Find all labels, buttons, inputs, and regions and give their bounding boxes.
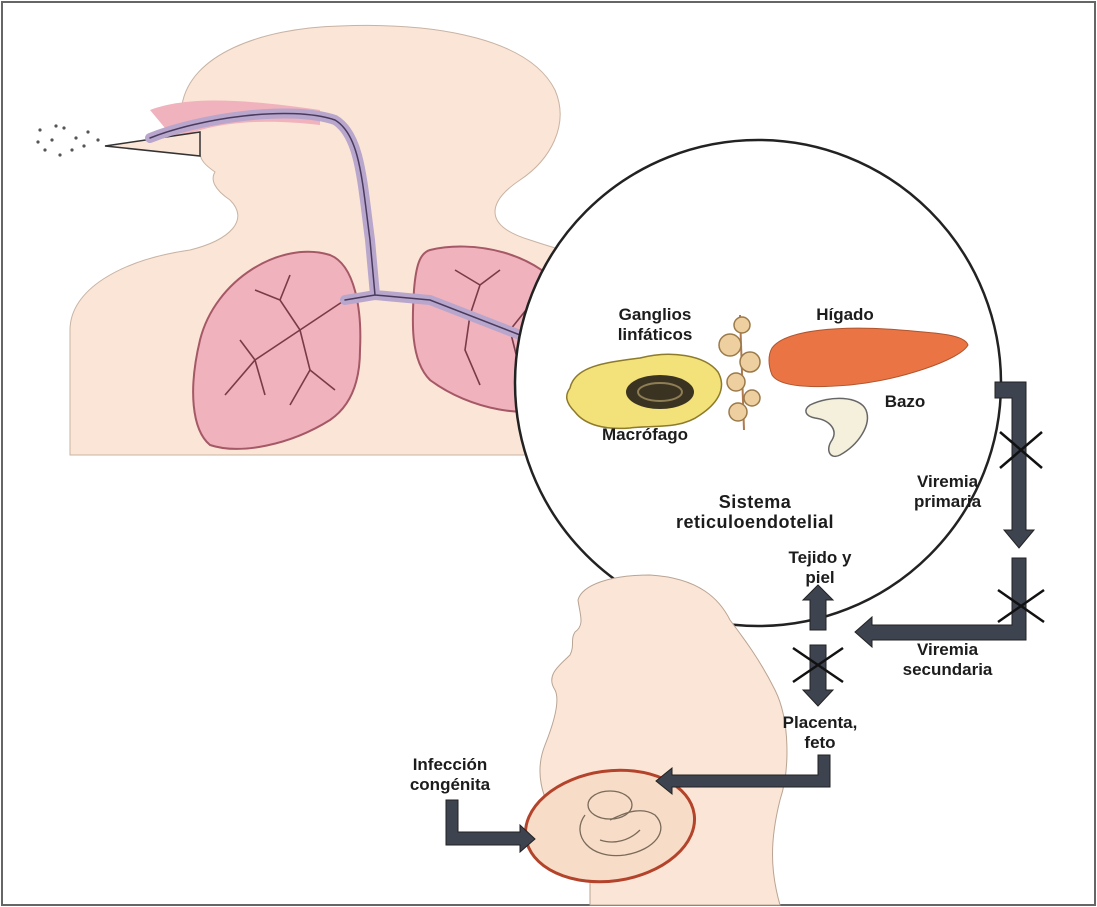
- label-placenta: Placenta, feto: [750, 713, 890, 753]
- label-placenta-line1: Placenta,: [750, 713, 890, 733]
- label-sistema-line2: reticuloendotelial: [630, 512, 880, 532]
- label-viremia-primaria-line1: Viremia: [885, 472, 1010, 492]
- label-tejido: Tejido y piel: [760, 548, 880, 588]
- label-ganglios-line2: linfáticos: [590, 325, 720, 345]
- label-infeccion-line1: Infección: [370, 755, 530, 775]
- label-tejido-line2: piel: [760, 568, 880, 588]
- label-macrofago: Macrófago: [560, 425, 730, 445]
- inhaled-particles-icon: [36, 124, 99, 156]
- label-tejido-line1: Tejido y: [760, 548, 880, 568]
- placenta-double-arrow: [803, 645, 833, 706]
- label-ganglios-line1: Ganglios: [590, 305, 720, 325]
- label-higado: Hígado: [790, 305, 900, 325]
- label-sistema: Sistema reticuloendotelial: [630, 492, 880, 532]
- label-sistema-line1: Sistema: [630, 492, 880, 512]
- label-ganglios: Ganglios linfáticos: [590, 305, 720, 345]
- label-placenta-line2: feto: [750, 733, 890, 753]
- label-bazo: Bazo: [865, 392, 945, 412]
- label-viremia-primaria: Viremia primaria: [885, 472, 1010, 512]
- label-infeccion: Infección congénita: [370, 755, 530, 795]
- label-viremia-secundaria-line1: Viremia: [860, 640, 1035, 660]
- macrophage-nucleus: [626, 375, 694, 409]
- label-infeccion-line2: congénita: [370, 775, 530, 795]
- label-viremia-primaria-line2: primaria: [885, 492, 1010, 512]
- congenital-infection-arrow: [446, 800, 535, 852]
- label-viremia-secundaria-line2: secundaria: [860, 660, 1035, 680]
- label-viremia-secundaria: Viremia secundaria: [860, 640, 1035, 680]
